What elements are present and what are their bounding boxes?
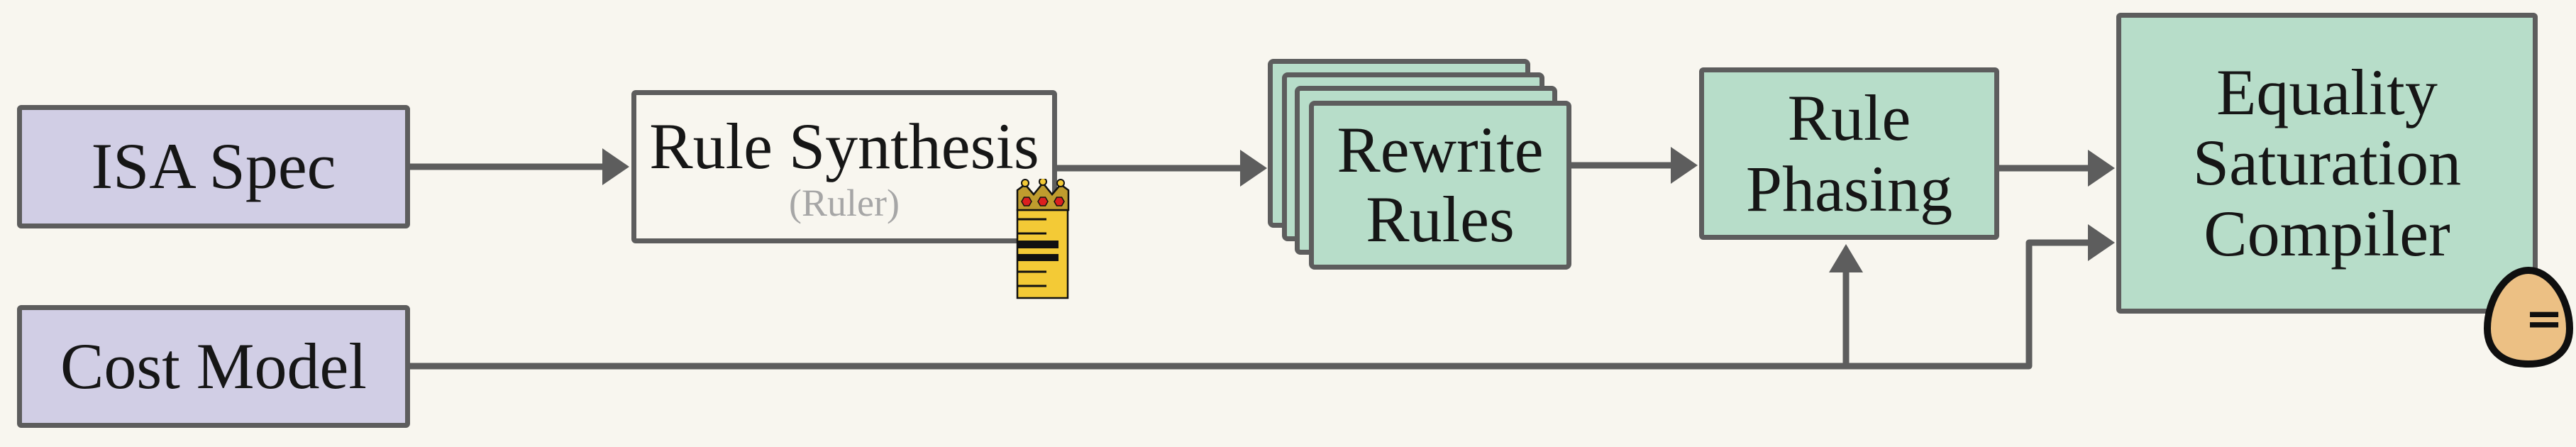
ruler-thick-bar-1 <box>1017 241 1058 248</box>
arrowhead-into-synthesis <box>602 148 629 185</box>
arrowhead-into-compiler-upper <box>2088 150 2115 187</box>
node-rule-phasing: Rule Phasing <box>1699 67 1999 240</box>
cost-model-label: Cost Model <box>60 329 367 402</box>
node-cost-model: Cost Model <box>17 305 410 428</box>
equality-saturation-compiler-label: Equality Saturation Compiler <box>2192 55 2462 270</box>
isa-spec-label: ISA Spec <box>91 130 336 203</box>
egg-equality-icon: = <box>2482 265 2575 369</box>
arrowhead-into-phasing-bottom <box>1829 244 1863 272</box>
rule-synthesis-label: Rule Synthesis <box>649 110 1039 183</box>
ruler-ticks <box>1017 218 1046 287</box>
rewrite-rules-card-front: Rewrite Rules <box>1309 101 1571 270</box>
crowned-ruler-icon <box>1016 179 1070 299</box>
arrowhead-into-compiler-lower <box>2088 224 2115 261</box>
ruler-thick-bar-2 <box>1017 254 1058 261</box>
rule-phasing-label: Rule Phasing <box>1745 82 1953 225</box>
egg-shape <box>2483 266 2574 368</box>
edge-cost-to-compiler <box>407 239 2093 370</box>
arrowhead-into-phasing <box>1671 147 1698 184</box>
egg-equals-symbol: = <box>2525 293 2563 346</box>
rule-synthesis-sublabel: (Ruler) <box>789 181 900 224</box>
node-equality-saturation-compiler: Equality Saturation Compiler <box>2116 13 2538 314</box>
node-rule-synthesis: Rule Synthesis (Ruler) <box>631 90 1057 243</box>
rewrite-rules-label: Rewrite Rules <box>1337 114 1544 255</box>
crown-gems <box>1021 197 1065 206</box>
crown-tip-balls <box>1021 179 1065 187</box>
arrowhead-into-rules <box>1240 150 1267 187</box>
node-isa-spec: ISA Spec <box>17 105 410 228</box>
